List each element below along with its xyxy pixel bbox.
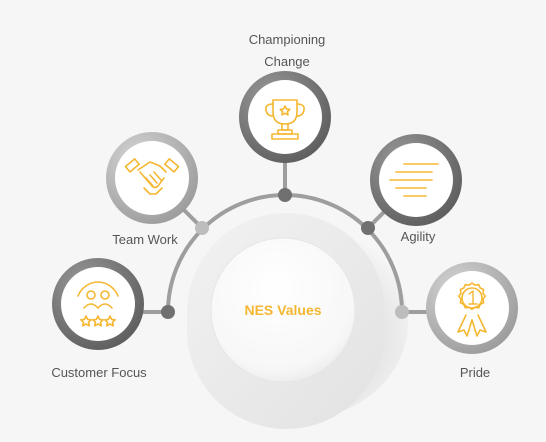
value-agility: Agility: [370, 134, 462, 244]
trophy-icon: [265, 99, 305, 140]
node-pride: [395, 305, 409, 319]
value-championing-change: Championing Change: [239, 32, 331, 163]
node-agility: [361, 221, 375, 235]
label-championing-change-line2: Change: [264, 54, 310, 69]
label-customer-focus: Customer Focus: [51, 365, 147, 380]
node-customer-focus: [161, 305, 175, 319]
speed-lines-icon: [389, 163, 439, 197]
center-hub: NES Values: [184, 213, 408, 429]
badge-championing-change: [248, 80, 322, 154]
center-label: NES Values: [244, 302, 321, 318]
label-championing-change-line1: Championing: [249, 32, 326, 47]
center-disc: [210, 237, 356, 383]
handshake-icon: [124, 158, 180, 195]
node-championing-change: [278, 188, 292, 202]
value-pride: Pride: [426, 262, 518, 380]
label-team-work: Team Work: [112, 232, 178, 247]
badge-customer-focus: [61, 267, 135, 341]
customer-rating-icon: [77, 281, 119, 327]
medal-icon: [457, 282, 487, 337]
value-customer-focus: Customer Focus: [51, 258, 147, 380]
node-team-work: [195, 221, 209, 235]
label-pride: Pride: [460, 365, 490, 380]
value-team-work: Team Work: [106, 132, 198, 247]
label-agility: Agility: [401, 229, 436, 244]
arc-nodes: [161, 188, 409, 319]
